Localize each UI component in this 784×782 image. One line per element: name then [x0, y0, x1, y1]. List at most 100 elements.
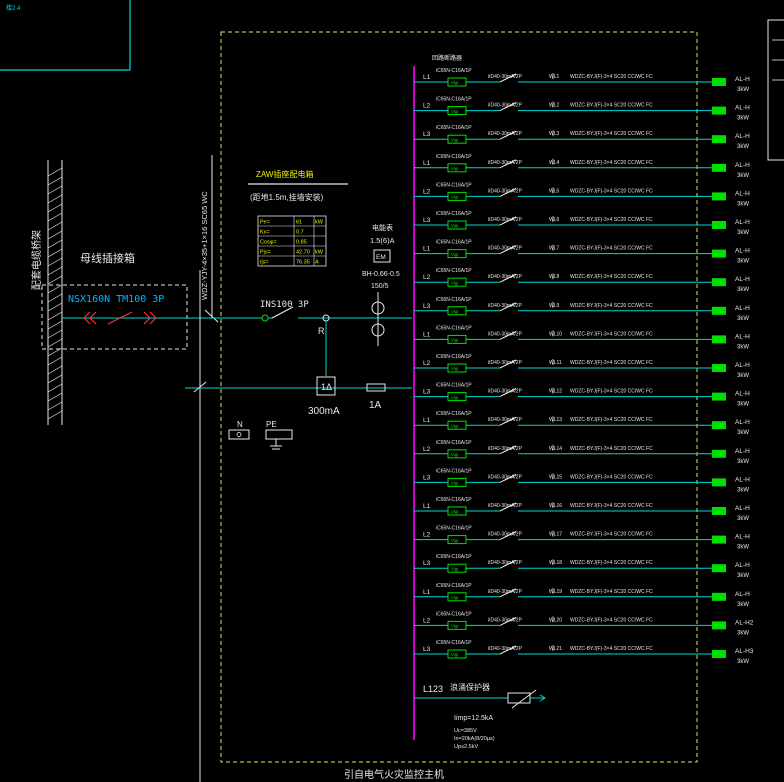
circuit-switch-model: iID40-30mA/2P: [488, 274, 523, 280]
circuit-phase: L2: [423, 188, 431, 195]
panel-notes: ZAW插座配电箱 (距地1.5m,挂墙安装): [248, 169, 348, 202]
circuit-load-icon: [712, 507, 726, 515]
circuit-cable: WDZC-BYJ(F)-3×4 SC20 CC/WC FC: [570, 532, 653, 538]
circuit-cable: WDZC-BYJ(F)-3×4 SC20 CC/WC FC: [570, 74, 653, 80]
circuit-switch-blade: [499, 302, 517, 312]
control-tick: [193, 381, 207, 393]
incoming-cable-label: WDZ-YJY-4×35+1×16 SC65 WC: [200, 191, 209, 300]
circuit-switch-model: iID40-30mA/2P: [488, 646, 523, 652]
circuit-load-icon: [712, 78, 726, 86]
hatch-line: [47, 374, 63, 384]
circuit-breaker-model: iC65N-C16A/1P: [436, 554, 472, 560]
circuit-cable: WDZC-BYJ(F)-3×4 SC20 CC/WC FC: [570, 560, 653, 566]
circuit-phase: L3: [423, 389, 431, 396]
circuit-load-icon: [712, 249, 726, 258]
circuit-breaker-icon: [447, 420, 467, 430]
circuit-phase: L2: [423, 532, 431, 539]
circuit-load-icon: [712, 163, 726, 172]
circuit-breaker-icon: [447, 334, 467, 344]
circuit-load-box: AL-H2: [735, 619, 754, 626]
circuit-switch-model: iID40-30mA/2P: [488, 474, 523, 480]
circuit-wl: WL3: [549, 131, 560, 137]
circuit-rcbo-label: Vigi: [451, 309, 458, 314]
circuit-phase: L2: [423, 360, 431, 367]
hatch-line: [47, 275, 63, 285]
circuit-switch-model: iID40-30mA/2P: [488, 160, 523, 166]
spd-param: Uc=385V: [454, 728, 477, 734]
busway-breaker-label: NSX160N TM100 3P: [68, 294, 164, 305]
circuit-switch-gap: [500, 652, 518, 656]
circuit-load-box: AL-H: [735, 419, 750, 426]
circuit-rcbo-label: Vigi: [451, 395, 458, 400]
ct-coil-icon: [371, 301, 385, 315]
branch-header: 回路断路器: [432, 54, 462, 62]
circuit-phase: L3: [423, 217, 431, 224]
circuit-load-box: AL-H: [735, 190, 750, 197]
circuit-breaker-icon: [447, 220, 467, 230]
circuit-load-kw: 3kW: [737, 430, 749, 436]
circuit-load-icon: [712, 364, 726, 372]
circuit-switch-gap: [500, 394, 518, 399]
load-table-value: 0.7: [296, 230, 304, 236]
circuit-breaker-icon: [447, 306, 467, 316]
circuit-breaker-icon: [447, 620, 467, 630]
circuit-switch-blade: [499, 416, 517, 426]
circuit-load-box: AL-H: [735, 219, 750, 226]
circuit-switch-blade: [499, 559, 517, 569]
circuit-rcbo-label: Vigi: [451, 423, 458, 428]
circuit-rcbo-label: Vigi: [451, 137, 458, 142]
hatch-line: [47, 329, 63, 339]
circuit-switch-model: iID40-30mA/2P: [488, 103, 523, 109]
circuit-cable: WDZC-BYJ(F)-3×4 SC20 CC/WC FC: [570, 417, 653, 423]
circuit-cable: WDZC-BYJ(F)-3×4 SC20 CC/WC FC: [570, 217, 653, 223]
incoming-cable: WDZ-YJY-4×35+1×16 SC65 WC: [185, 155, 412, 782]
circuit-wl: WL2: [549, 103, 560, 109]
circuit-breaker-model: iC65N-C16A/1P: [436, 68, 472, 74]
circuit-cable: WDZC-BYJ(F)-3×4 SC20 CC/WC FC: [570, 103, 653, 109]
circuit-breaker-icon: [447, 449, 467, 459]
circuit-rcbo-label: Vigi: [451, 223, 458, 228]
terminal-pe-label: PE: [266, 420, 277, 429]
circuit-breaker-model: iC65N-C16A/1P: [436, 526, 472, 532]
n-terminal-block: [228, 429, 250, 440]
circuit-switch-model: iID40-30mA/2P: [488, 560, 523, 566]
circuit-load-box: AL-H: [735, 476, 750, 483]
wall-hatch: [47, 167, 63, 420]
circuit-load-kw: 3kW: [737, 316, 749, 322]
circuit-switch-blade: [499, 159, 517, 169]
spd-icon: [507, 692, 531, 704]
circuit-load-box: AL-H3: [735, 648, 754, 655]
circuit-cable: WDZC-BYJ(F)-3×4 SC20 CC/WC FC: [570, 303, 653, 309]
circuit-wl: WL21: [549, 646, 562, 652]
right-edge-frame: [767, 19, 784, 161]
circuit-load-kw: 3kW: [737, 87, 749, 93]
circuit-load-kw: 3kW: [737, 459, 749, 465]
right-edge-line: [767, 19, 784, 161]
circuit-cable: WDZC-BYJ(F)-3×4 SC20 CC/WC FC: [570, 331, 653, 337]
circuit-load-box: AL-H: [735, 133, 750, 140]
circuit-switch-model: iID40-30mA/2P: [488, 360, 523, 366]
fuse-rating: 1A: [369, 400, 382, 411]
circuit-load-icon: [712, 535, 726, 544]
circuit-phase: L1: [423, 74, 431, 81]
circuit-cable: WDZC-BYJ(F)-3×4 SC20 CC/WC FC: [570, 646, 653, 652]
circuit-rcbo-label: Vigi: [451, 452, 458, 457]
circuit-load-icon: [712, 592, 726, 601]
hatch-line: [47, 320, 63, 330]
circuit-switch-model: iID40-30mA/2P: [488, 188, 523, 194]
circuit-breaker-icon: [447, 249, 467, 259]
circuit-switch-gap: [500, 451, 518, 456]
circuit-wl: WL16: [549, 503, 562, 509]
circuit-switch-blade: [499, 73, 517, 83]
circuit-wl: WL7: [549, 246, 560, 252]
circuit-cable: WDZC-BYJ(F)-3×4 SC20 CC/WC FC: [570, 503, 653, 509]
circuit-load-icon: [712, 306, 726, 315]
circuit-cable: WDZC-BYJ(F)-3×4 SC20 CC/WC FC: [570, 389, 653, 395]
circuit-wl: WL8: [549, 274, 560, 280]
circuit-switch-model: iID40-30mA/2P: [488, 532, 523, 538]
